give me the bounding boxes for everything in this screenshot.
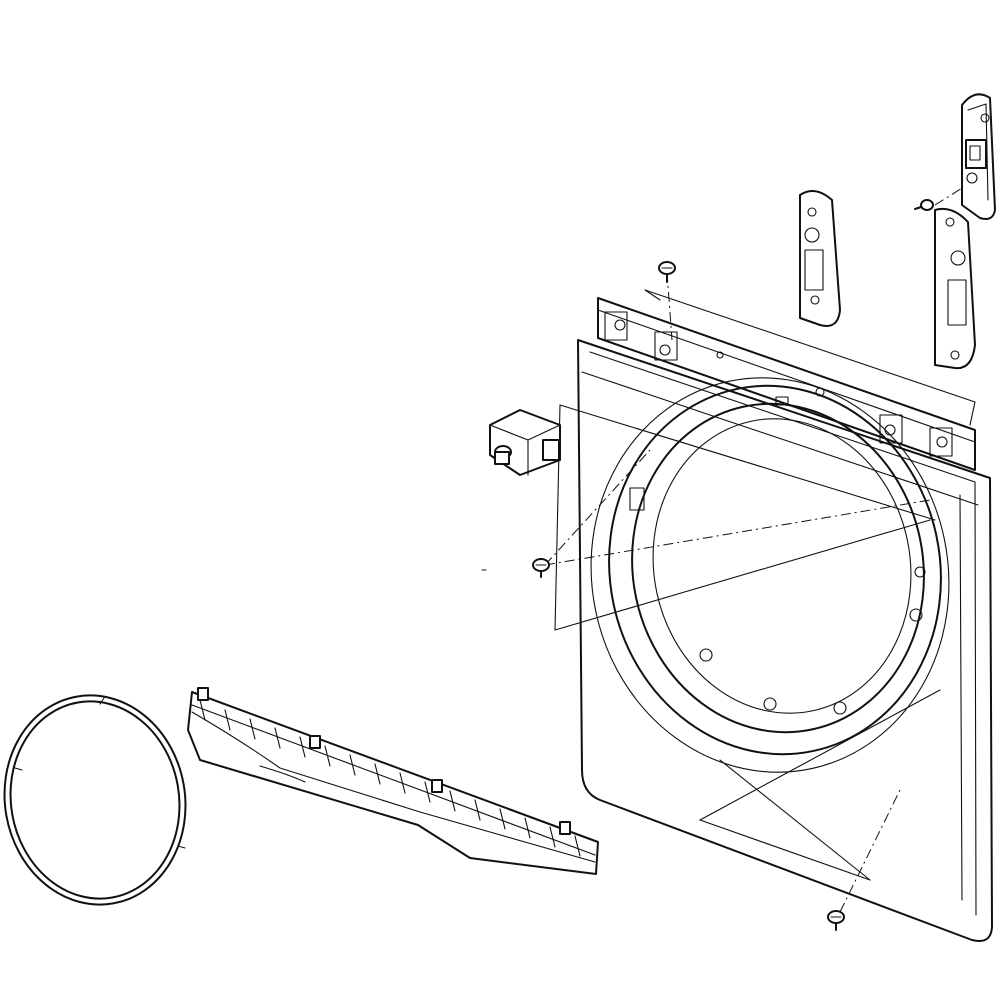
upper-hinge-bracket[interactable] [961, 93, 996, 220]
lower-kick-panel[interactable] [187, 687, 599, 875]
door-switch[interactable] [489, 409, 561, 476]
left-hinge-plate[interactable] [799, 190, 841, 327]
front-panel[interactable] [577, 297, 993, 942]
screw-hinge[interactable] [914, 199, 934, 211]
screw-bottom[interactable] [827, 910, 845, 931]
assembly-guide-lines [544, 179, 976, 913]
right-hinge-plate[interactable] [934, 207, 976, 370]
screw-switch[interactable] [532, 558, 550, 578]
screw-top[interactable] [658, 261, 676, 283]
door-gasket-seal[interactable] [0, 681, 202, 919]
door-opening-ring[interactable] [555, 344, 986, 805]
